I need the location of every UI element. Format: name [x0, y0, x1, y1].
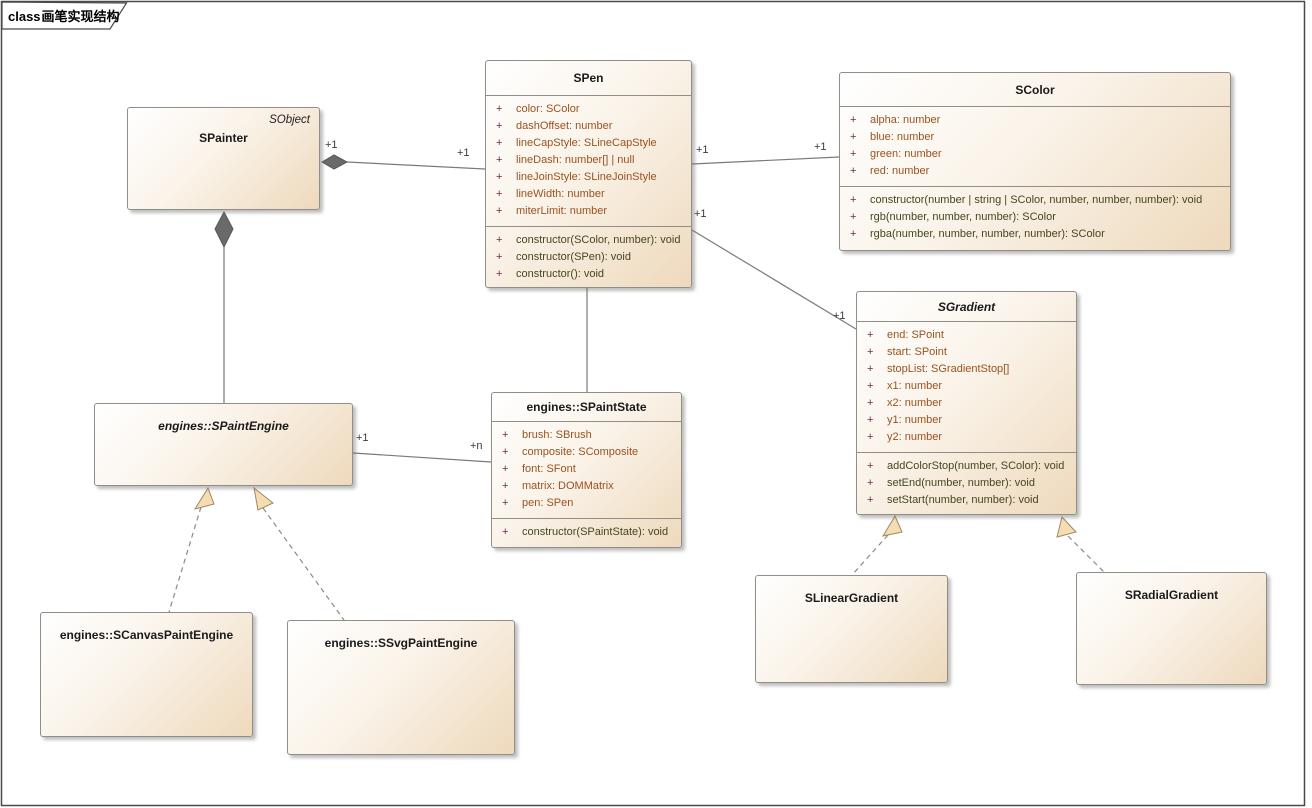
class-sradialgradient[interactable]: SRadialGradient	[1076, 572, 1267, 685]
attributes-compartment: +brush: SBrush +composite: SComposite +f…	[492, 421, 681, 518]
operation-row: +addColorStop(number, SColor): void	[867, 460, 1065, 472]
operations-compartment: +constructor(SColor, number): void +cons…	[486, 226, 691, 289]
class-title: SPen	[573, 71, 604, 85]
attribute-row: +color: SColor	[496, 103, 580, 115]
frame-tab: class画笔实现结构	[8, 6, 120, 25]
attribute-row: +blue: number	[850, 131, 935, 143]
class-spainter[interactable]: SObject SPainter	[127, 107, 320, 210]
operation-row: +constructor(number | string | SColor, n…	[850, 194, 1203, 206]
attribute-row: +y2: number	[867, 431, 943, 443]
attributes-compartment: +end: SPoint +start: SPoint +stopList: S…	[857, 321, 1076, 452]
attribute-row: +green: number	[850, 148, 942, 160]
attribute-row: +lineCapStyle: SLineCapStyle	[496, 137, 657, 149]
operation-row: +constructor(SColor, number): void	[496, 234, 681, 246]
class-sgradient[interactable]: SGradient +end: SPoint +start: SPoint +s…	[856, 291, 1077, 515]
composition-diamond-spainter-spaintengine	[214, 210, 234, 249]
operation-row: +setStart(number, number): void	[867, 494, 1039, 506]
class-title: SLinearGradient	[804, 591, 899, 605]
multiplicity-label: +1	[325, 139, 338, 151]
frame-tab-shape	[1, 1, 128, 30]
operation-row: +constructor(): void	[496, 268, 605, 280]
attribute-row: +pen: SPen	[502, 497, 574, 509]
attribute-row: +font: SFont	[502, 463, 576, 475]
attribute-row: +x1: number	[867, 380, 943, 392]
operation-row: +constructor(SPen): void	[496, 251, 631, 263]
class-ssvgpaintengine[interactable]: engines::SSvgPaintEngine	[287, 620, 515, 755]
composition-diamond-spainter-spen	[321, 154, 349, 170]
multiplicity-label: +1	[696, 144, 709, 156]
generalization-slinear-sgradient[interactable]	[851, 534, 889, 576]
class-title: engines::SPaintState	[526, 400, 647, 414]
attribute-row: +lineWidth: number	[496, 188, 605, 200]
multiplicity-label: +1	[814, 141, 827, 153]
class-slineargradient[interactable]: SLinearGradient	[755, 575, 948, 683]
operations-compartment: +addColorStop(number, SColor): void +set…	[857, 452, 1076, 515]
generalization-scanvas-spaintengine[interactable]	[168, 506, 202, 613]
attribute-row: +alpha: number	[850, 114, 941, 126]
multiplicity-label: +n	[470, 440, 483, 452]
attribute-row: +lineDash: number[] | null	[496, 154, 635, 166]
attribute-row: +miterLimit: number	[496, 205, 608, 217]
frame-title: 画笔实现结构	[41, 9, 120, 24]
attribute-row: +x2: number	[867, 397, 943, 409]
generalization-triangle-ssvg	[253, 486, 274, 511]
class-spaintengine[interactable]: engines::SPaintEngine	[94, 403, 353, 486]
composition-spainter-spen[interactable]	[346, 161, 486, 170]
attribute-row: +composite: SComposite	[502, 446, 639, 458]
operation-row: +setEnd(number, number): void	[867, 477, 1035, 489]
generalization-triangle-sradial	[1056, 515, 1077, 538]
class-title: SColor	[1015, 82, 1055, 97]
class-scanvaspaintengine[interactable]: engines::SCanvasPaintEngine	[40, 612, 253, 737]
stereotype-label: SObject	[269, 114, 310, 126]
attribute-row: +lineJoinStyle: SLineJoinStyle	[496, 171, 657, 183]
operation-row: +constructor(SPaintState): void	[502, 526, 669, 538]
frame-keyword: class	[8, 9, 41, 24]
association-spaintengine-spaintstate[interactable]	[352, 452, 492, 463]
attribute-row: +red: number	[850, 165, 930, 177]
operation-row: +rgba(number, number, number, number): S…	[850, 228, 1105, 240]
multiplicity-label: +1	[356, 432, 369, 444]
multiplicity-label: +1	[694, 208, 707, 220]
operation-row: +rgb(number, number, number): SColor	[850, 211, 1056, 223]
multiplicity-label: +1	[833, 310, 846, 322]
attribute-row: +dashOffset: number	[496, 120, 613, 132]
generalization-triangle-slinear	[881, 514, 903, 537]
operations-compartment: +constructor(number | string | SColor, n…	[840, 186, 1230, 249]
class-title: SPainter	[199, 131, 248, 145]
class-title: engines::SSvgPaintEngine	[324, 636, 478, 650]
attribute-row: +end: SPoint	[867, 329, 944, 341]
class-scolor[interactable]: SColor +alpha: number +blue: number +gre…	[839, 72, 1231, 251]
generalization-sradial-sgradient[interactable]	[1067, 535, 1105, 573]
class-title: engines::SCanvasPaintEngine	[59, 628, 234, 642]
attribute-row: +stopList: SGradientStop[]	[867, 363, 1010, 375]
class-spen[interactable]: SPen +color: SColor +dashOffset: number …	[485, 60, 692, 288]
attribute-row: +brush: SBrush	[502, 429, 592, 441]
class-spaintstate[interactable]: engines::SPaintState +brush: SBrush +com…	[491, 392, 682, 548]
association-spen-sgradient[interactable]	[691, 229, 857, 330]
generalization-ssvg-spaintengine[interactable]	[262, 507, 345, 621]
attributes-compartment: +color: SColor +dashOffset: number +line…	[486, 95, 691, 226]
association-spen-scolor[interactable]	[691, 156, 840, 165]
class-title: engines::SPaintEngine	[158, 419, 289, 433]
operations-compartment: +constructor(SPaintState): void	[492, 518, 681, 547]
attribute-row: +matrix: DOMMatrix	[502, 480, 614, 492]
class-title: SRadialGradient	[1124, 588, 1219, 602]
multiplicity-label: +1	[457, 147, 470, 159]
generalization-triangle-scanvas	[193, 486, 215, 510]
class-title: SGradient	[937, 299, 996, 314]
attribute-row: +start: SPoint	[867, 346, 947, 358]
attribute-row: +y1: number	[867, 414, 943, 426]
attributes-compartment: +alpha: number +blue: number +green: num…	[840, 106, 1230, 186]
